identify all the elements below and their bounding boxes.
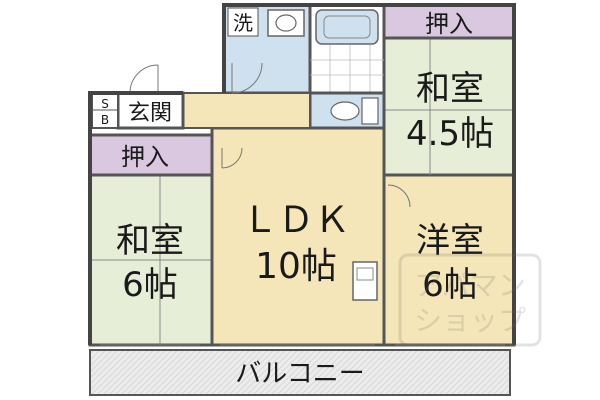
washitsu-45-size: 4.5帖 xyxy=(406,114,494,154)
svg-text:アパマン: アパマン xyxy=(414,269,525,302)
entrance-label: 玄関 xyxy=(128,101,172,126)
balcony-label: バルコニー xyxy=(235,359,364,389)
washroom-label-box xyxy=(227,7,259,37)
washroom-label: 洗 xyxy=(233,11,253,35)
ldk-size: 10帖 xyxy=(255,246,337,287)
washitsu-45-name: 和室 xyxy=(416,69,484,109)
watermark-logo: アパマン ショップ xyxy=(398,253,542,347)
shoe-box-label-b: B xyxy=(101,113,109,127)
youshitsu-name: 洋室 xyxy=(416,221,484,261)
closet-top-label: 押入 xyxy=(425,10,473,38)
washitsu-6-name: 和室 xyxy=(116,221,184,261)
wash-basin xyxy=(267,9,305,37)
bathtub xyxy=(315,9,379,45)
ldk-room xyxy=(210,126,386,347)
svg-text:ショップ: ショップ xyxy=(414,304,526,337)
ldk-name: ＬＤＫ xyxy=(242,200,350,241)
youshitsu-size: 6帖 xyxy=(422,265,478,305)
shoe-box-label-s: S xyxy=(101,97,109,111)
balcony xyxy=(89,349,511,396)
closet-left-label: 押入 xyxy=(121,143,169,171)
washitsu-6-size: 6帖 xyxy=(122,265,178,305)
toilet xyxy=(330,101,360,121)
hallway xyxy=(182,92,311,129)
washitsu-45-room xyxy=(382,36,516,177)
exterior-walls xyxy=(88,3,516,345)
